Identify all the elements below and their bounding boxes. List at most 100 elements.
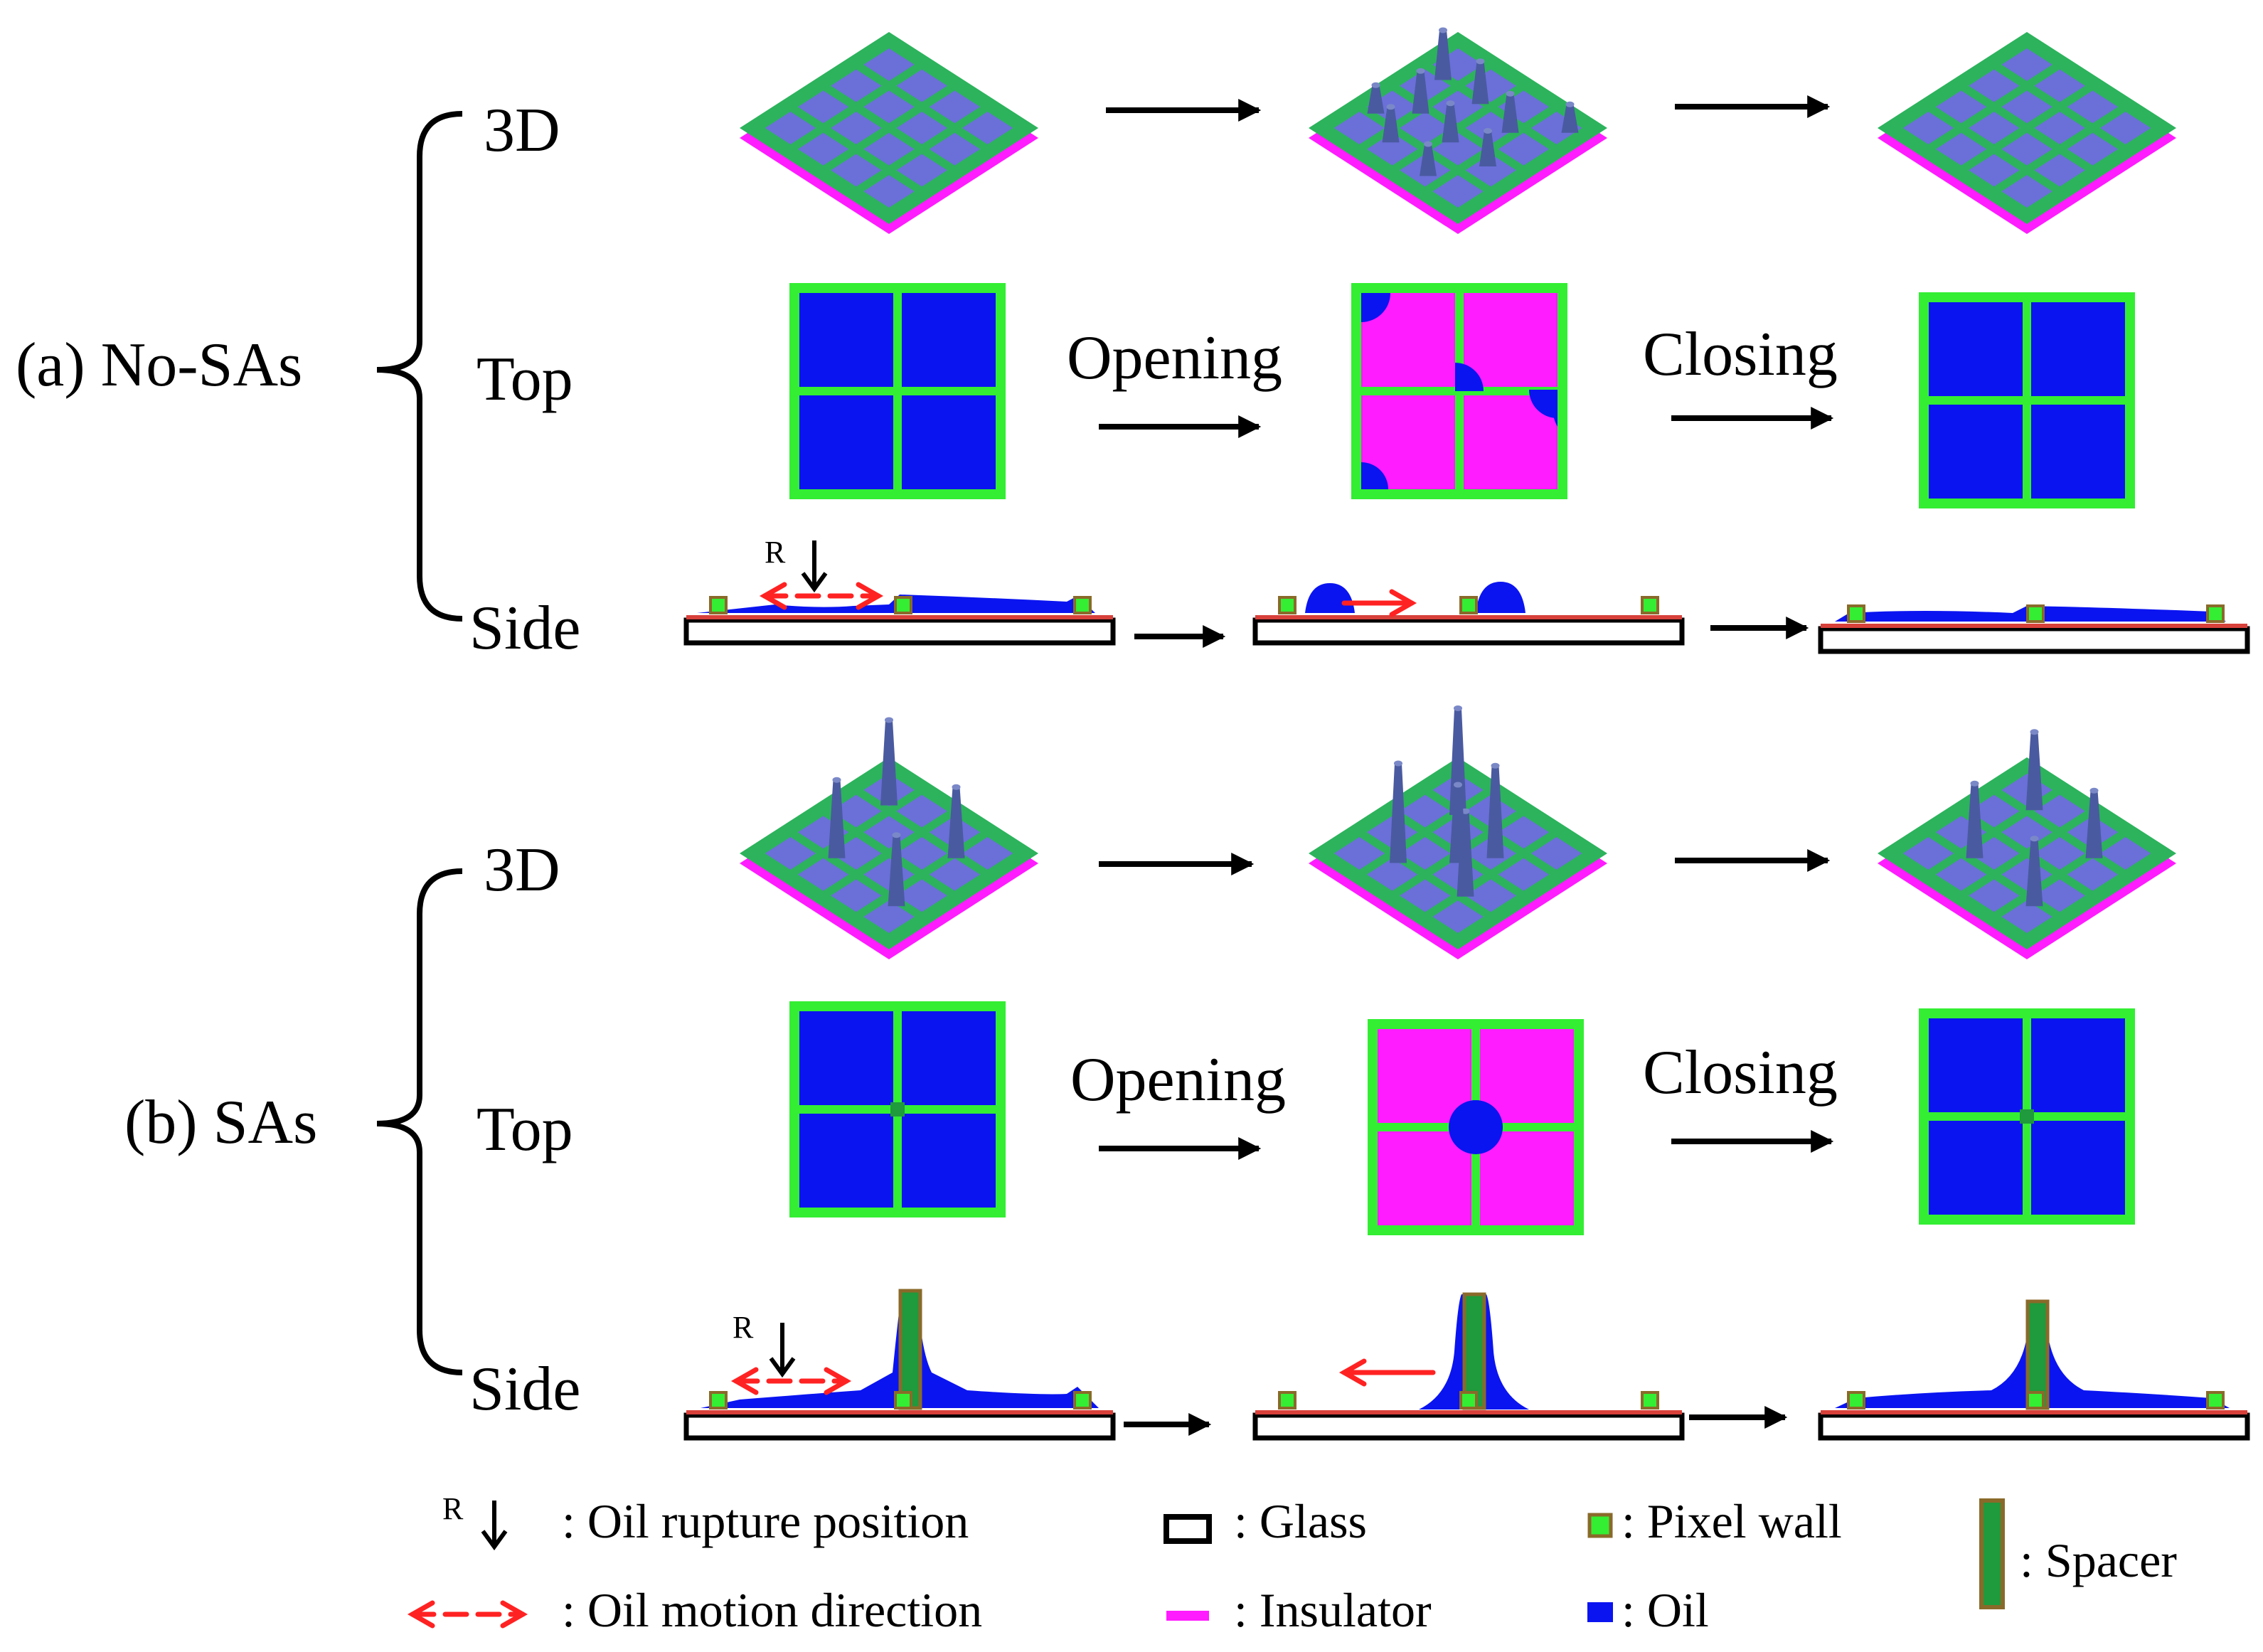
row-label-side-b: Side [469, 1355, 581, 1424]
board-3d-b2-cell [1432, 858, 1484, 891]
legend-oil-icon [1587, 1602, 1613, 1622]
row-label-top-b: Top [476, 1095, 573, 1164]
side-b3-spacer [2025, 1299, 2050, 1410]
side-a1-wall [1073, 596, 1092, 614]
board-3d-b3-cell [2001, 773, 2052, 806]
side-b1-motion-head-left [730, 1367, 759, 1395]
board-3d-b2-cell [1333, 837, 1385, 870]
side-a1-motion-head-right [856, 582, 884, 610]
side-b2-glass [1252, 1412, 1685, 1441]
legend-spacer-text: : Spacer [2020, 1533, 2177, 1587]
side-b3-wall [1847, 1391, 1865, 1409]
board-3d-a3-cell [1969, 154, 2020, 187]
board-3d-b3-cell [2001, 816, 2052, 849]
board-3d-a2-pillar [1479, 131, 1496, 166]
side-a2-motion-head [1389, 589, 1417, 617]
board-3d-a1-cell [765, 112, 816, 144]
board-3d-b1-cell [962, 837, 1013, 870]
side-b1-wall [709, 1391, 728, 1409]
board-3d-a2-pillar [1382, 107, 1400, 143]
top-a2-blob [1361, 293, 1390, 322]
board-3d-a2-cell [1465, 154, 1516, 187]
board-3d-a2-pillar [1561, 104, 1579, 133]
board-3d-b2-pillar-top [1454, 705, 1462, 711]
side-b1-motion-head-right [824, 1367, 852, 1395]
board-3d-a1-cell [863, 90, 915, 124]
board-3d-a1-cell [863, 175, 915, 208]
side-a2-wall [1278, 596, 1296, 614]
board-3d-b1-cell [831, 837, 882, 870]
board-3d-b1-pillar [947, 787, 965, 858]
board-3d-b2-cell [1400, 879, 1451, 912]
side-a3-glass [1818, 626, 2250, 654]
board-3d-a1-board [740, 32, 1038, 224]
top-a2-blob [1361, 462, 1388, 489]
board-3d-b1-cell [863, 816, 915, 849]
side-a1-wall [894, 596, 912, 614]
board-3d-b1-cell [831, 794, 882, 828]
board-3d-b3-pillar-top [2089, 787, 2099, 794]
board-3d-a2-pillar [1420, 144, 1437, 176]
board-3d-b3-pillar-top [2030, 836, 2039, 842]
board-3d-b1-cell [863, 900, 915, 934]
legend-glass-text: : Glass [1234, 1494, 1367, 1548]
board-3d-b2-pillar-top [1394, 760, 1402, 767]
board-3d-a3-cell [1935, 132, 1987, 166]
board-3d-a1-cell [831, 154, 882, 187]
board-3d-b2-pillar [1449, 708, 1466, 815]
board-3d-b2-cell [1498, 858, 1550, 891]
legend-insulator-text: : Insulator [1234, 1583, 1432, 1637]
board-3d-b1-pillar-top [885, 717, 893, 723]
board-3d-b2-cell [1400, 837, 1451, 870]
board-3d-b1-cell [896, 879, 947, 912]
board-3d-b1-pillar [828, 779, 846, 858]
legend-pixel-wall-icon [1587, 1513, 1613, 1538]
side-a1-motion-head-left [759, 582, 787, 610]
board-3d-b3-pillar [1966, 783, 1984, 858]
side-b1-glass [683, 1412, 1116, 1441]
board-3d-b3-pillar [2025, 732, 2043, 811]
board-3d-b1-pillar-top [892, 832, 901, 838]
side-a1-glass [683, 617, 1116, 646]
board-3d-b3-cell [1969, 794, 2020, 828]
board-3d-a3-cell [2034, 69, 2085, 102]
side-b1-wall [894, 1391, 912, 1409]
board-3d-b2-pillar [1390, 763, 1407, 863]
board-3d-a1-cell [896, 112, 947, 144]
board-3d-a3-cell [1969, 69, 2020, 102]
board-3d-b2-cell [1400, 794, 1451, 828]
side-b2-wall [1278, 1391, 1296, 1409]
side-b2-wall [1459, 1391, 1478, 1409]
board-3d-b2-pillar-top [1454, 782, 1462, 788]
board-3d-a1-cell [797, 132, 849, 166]
opening-label-b: Opening [1070, 1045, 1287, 1114]
board-3d-a3-cell [1935, 90, 1987, 124]
brace-section-a [376, 111, 463, 622]
board-3d-b1-cell [765, 837, 816, 870]
side-a3-wall [2026, 604, 2045, 623]
board-3d-a3-cell [2099, 112, 2151, 144]
board-3d-b1-cell [831, 879, 882, 912]
board-3d-a2-pillar-top [1424, 141, 1432, 147]
board-3d-a2-pillar [1434, 30, 1452, 80]
side-a3-wall [2206, 604, 2225, 623]
board-3d-a2-pillar-top [1506, 90, 1515, 97]
board-3d-b3-cell [1969, 879, 2020, 912]
board-3d-b3-pillar-top [2030, 729, 2039, 735]
top-a2-blob [1455, 363, 1484, 391]
row-label-top-a: Top [476, 345, 573, 414]
side-a2-wall [1459, 596, 1478, 614]
board-3d-a3-board [1878, 32, 2176, 224]
side-b2-wall [1641, 1391, 1659, 1409]
top-b2-oil-drop [1449, 1100, 1503, 1154]
side-b1-rupture-arrow-head [769, 1357, 796, 1378]
board-3d-a3-cell [2067, 132, 2119, 166]
board-3d-a1-cell [863, 132, 915, 166]
board-3d-b3-cell [1935, 858, 1987, 891]
board-3d-a3-cell [2034, 112, 2085, 144]
board-3d-b2-cell [1530, 837, 1582, 870]
side-a1-rupture-arrow-head [801, 572, 828, 593]
board-3d-b3-cell [1902, 837, 1954, 870]
row-label-side-a: Side [469, 594, 581, 663]
board-3d-a2-cell [1498, 132, 1550, 166]
